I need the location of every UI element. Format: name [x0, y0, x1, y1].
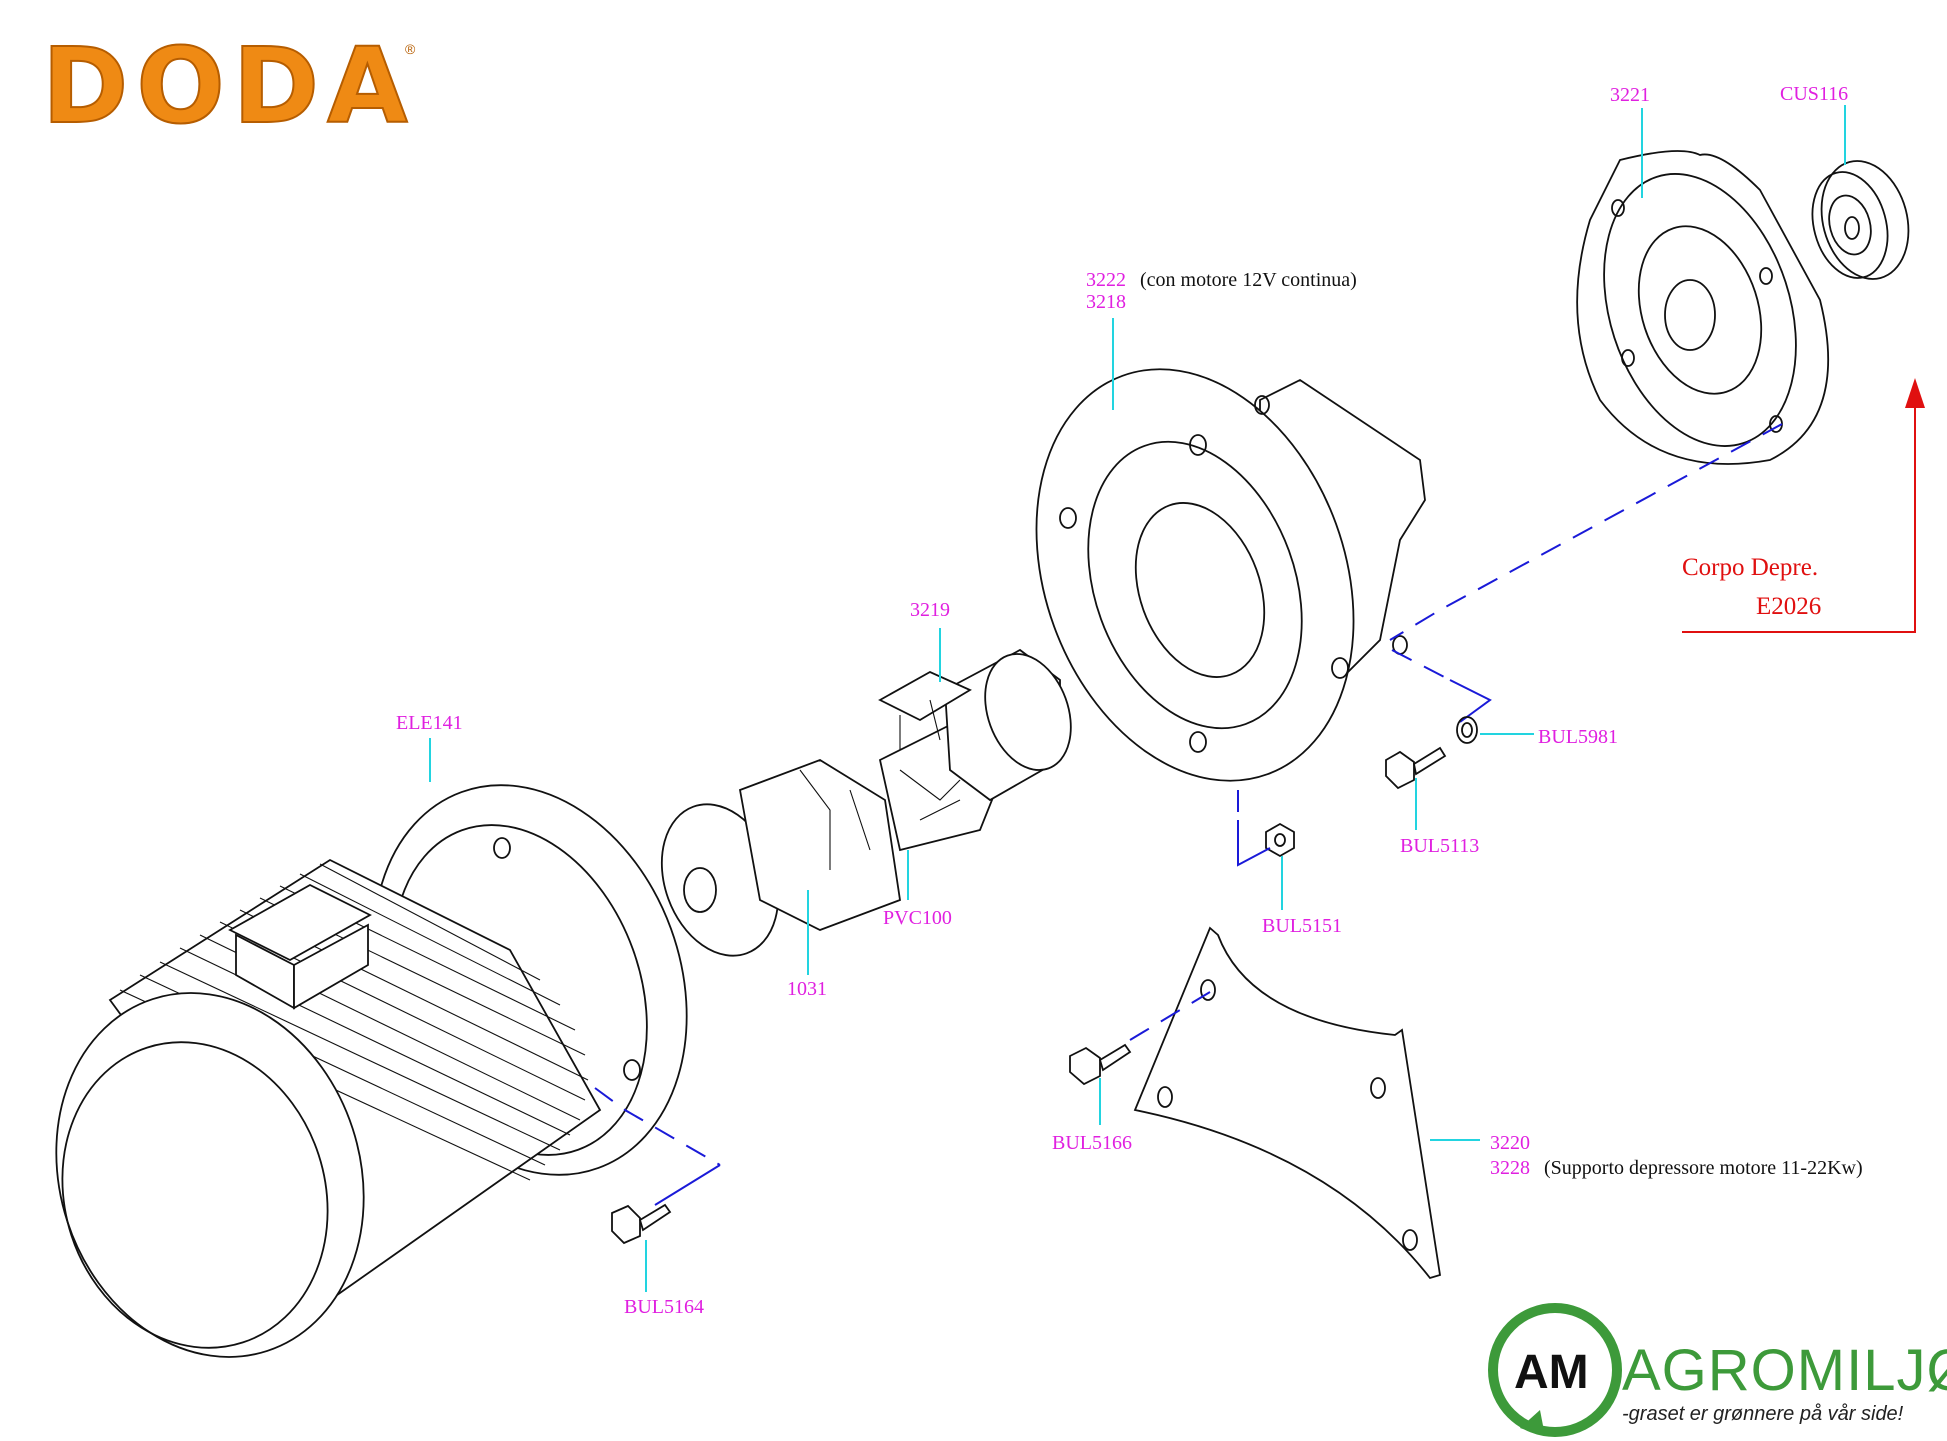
label-cus116: CUS116 [1780, 83, 1848, 105]
nut-bul5151 [1265, 822, 1295, 858]
bolt-bul5166 [1069, 1043, 1132, 1086]
note-3228: (Supporto depressore motore 11-22Kw) [1544, 1157, 1863, 1179]
doda-logo: DODA ® [41, 24, 416, 148]
flange-3222 [1035, 368, 1426, 782]
leader-lines [429, 105, 1846, 1292]
motor-ele141 [55, 784, 688, 1358]
agromiljo-monogram: AM [1514, 1346, 1589, 1399]
agromiljo-tagline: -graset er grønnere på vår side! [1622, 1403, 1904, 1425]
assembly-line-motor [594, 1087, 721, 1166]
label-3221: 3221 [1610, 84, 1650, 106]
label-pvc100: PVC100 [883, 907, 952, 929]
bolt-bul5164 [611, 1203, 672, 1245]
assembly-line-cover [1389, 423, 1783, 641]
reference-arrow [1682, 378, 1925, 633]
arrow-icon [1520, 1410, 1545, 1436]
label-1031: 1031 [787, 978, 827, 1000]
coupling-assembly [660, 648, 1072, 957]
label-3218: 3218 [1086, 291, 1126, 313]
label-3228: 3228 [1490, 1157, 1530, 1179]
washer-bul5981 [1456, 716, 1478, 744]
label-ele141: ELE141 [396, 712, 463, 734]
support-3220 [1133, 926, 1442, 1280]
reference-line1: Corpo Depre. [1682, 554, 1818, 581]
bearing-cus116 [1811, 160, 1910, 280]
label-bul5113: BUL5113 [1400, 835, 1479, 857]
part-labels: ELE141 BUL5164 1031 PVC100 3219 3222 (co… [396, 83, 1863, 1318]
label-3219: 3219 [910, 599, 950, 621]
registered-mark: ® [405, 41, 416, 57]
cover-3221 [1576, 150, 1830, 465]
agromiljo-logo: AM AGROMILJØ -graset er grønnere på vår … [1488, 1303, 1947, 1437]
note-3222: (con motore 12V continua) [1140, 269, 1357, 291]
agromiljo-name: AGROMILJØ [1622, 1338, 1947, 1403]
doda-logo-text: DODA [42, 25, 416, 147]
label-3220: 3220 [1490, 1132, 1530, 1154]
label-bul5981: BUL5981 [1538, 726, 1618, 748]
recycle-ring-icon [1488, 1303, 1622, 1437]
label-bul5164: BUL5164 [624, 1296, 704, 1318]
bolt-bul5113 [1385, 746, 1447, 790]
reference-line2: E2026 [1756, 593, 1821, 620]
label-bul5166: BUL5166 [1052, 1132, 1132, 1154]
label-3222: 3222 [1086, 269, 1126, 291]
label-bul5151: BUL5151 [1262, 915, 1342, 937]
